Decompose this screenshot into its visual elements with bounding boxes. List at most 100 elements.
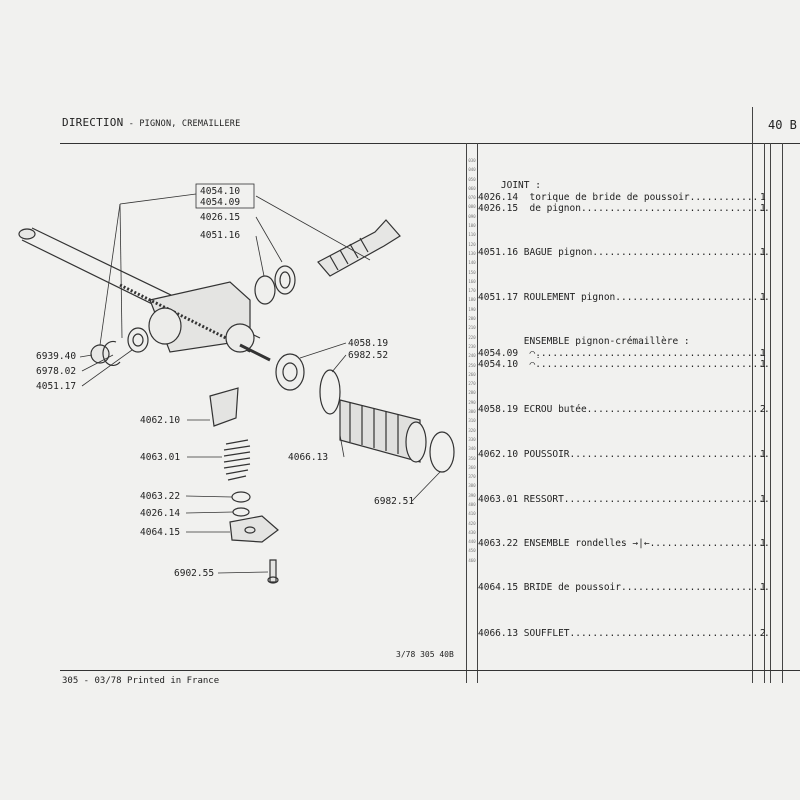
ruler-tick: 160 [468, 278, 476, 284]
ruler-tick: 220 [468, 334, 476, 340]
label-4054-10: 4054.10 [200, 186, 241, 197]
ruler-tick: 050 [468, 176, 476, 182]
label-6939-40: 6939.40 [36, 351, 77, 362]
ruler-tick: 110 [468, 232, 476, 238]
ruler-tick: 100 [468, 223, 476, 229]
plate-4064-15 [229, 515, 279, 543]
list-item: ENSEMBLE pignon-crémaillère : [478, 336, 690, 347]
label-6982-52: 6982.52 [348, 350, 389, 361]
ruler-tick: 250 [468, 362, 476, 368]
label-4026-14: 4026.14 [140, 508, 181, 519]
plunger-4062-10 [209, 387, 239, 427]
ruler-tick: 460 [468, 557, 476, 563]
ruler-tick: 060 [468, 185, 476, 191]
header-divider [752, 107, 753, 144]
clip-6982-52 [319, 369, 341, 415]
ruler-tick: 190 [468, 306, 476, 312]
ruler-tick: 030 [468, 158, 476, 163]
list-item: 4058.19 ECROU butée.....................… [478, 404, 770, 415]
label-4064-15: 4064.15 [140, 527, 181, 538]
list-item: 4051.16 BAGUE pignon....................… [478, 247, 770, 258]
ruler-tick: 230 [468, 343, 476, 349]
ruler-tick: 410 [468, 511, 476, 517]
col-line-6 [782, 143, 783, 683]
col-line-2 [477, 143, 478, 683]
header-rule [60, 143, 800, 144]
list-item: 4062.10 POUSSOIR........................… [478, 449, 770, 460]
title-main: DIRECTION [62, 116, 124, 129]
ruler-tick: 200 [468, 316, 476, 322]
ruler-tick: 380 [468, 483, 476, 489]
circlip-6978-02 [102, 340, 121, 367]
figure-reference: 3/78 305 40B [396, 650, 454, 659]
ruler-tick: 210 [468, 325, 476, 331]
ruler-tick: 340 [468, 446, 476, 452]
ruler-tick: 150 [468, 269, 476, 275]
col-line-3 [752, 143, 753, 683]
clip-6982-51 [429, 431, 455, 473]
print-note: 305 - 03/78 Printed in France [62, 676, 220, 686]
ruler-tick: 300 [468, 409, 476, 415]
ruler-tick: 140 [468, 260, 476, 266]
pinion [317, 219, 401, 277]
col-line-5 [770, 143, 771, 683]
label-4026-15: 4026.15 [200, 212, 241, 223]
nut-4058-19 [275, 353, 305, 391]
parts-list: JOINT : 4026.14 torique de bride de pous… [478, 170, 778, 670]
ruler-tick: 260 [468, 371, 476, 377]
title-separator: - [123, 119, 140, 129]
ruler-tick: 290 [468, 399, 476, 405]
list-item: JOINT : [478, 180, 541, 191]
label-6978-02: 6978.02 [36, 366, 77, 377]
bearing-4051-17 [127, 327, 149, 353]
list-item: 4051.17 ROULEMENT pignon................… [478, 292, 770, 303]
title-sub: PIGNON, CREMAILLERE [139, 119, 241, 129]
washer-4063-22 [231, 491, 251, 503]
ruler-tick: 370 [468, 474, 476, 480]
label-6982-51: 6982.51 [374, 496, 415, 507]
list-item: 4063.22 ENSEMBLE rondelles →|←..........… [478, 538, 770, 549]
label-4051-16: 4051.16 [200, 230, 241, 241]
page-code: 40 B [768, 118, 797, 132]
ruler-tick: 180 [468, 297, 476, 303]
list-item: 4064.15 BRIDE de poussoir...............… [478, 582, 770, 593]
label-4066-13: 4066.13 [288, 452, 329, 463]
list-item: 4054.09 ⌒̣..............................… [478, 348, 766, 359]
label-4062-10: 4062.10 [140, 415, 181, 426]
ruler-tick: 090 [468, 213, 476, 219]
ruler-tick: 350 [468, 455, 476, 461]
list-item: 4063.01 RESSORT.........................… [478, 494, 770, 505]
label-4058-19: 4058.19 [348, 338, 389, 349]
boot-4066-13 [339, 399, 421, 463]
ruler-tick: 280 [468, 390, 476, 396]
ruler-tick: 360 [468, 464, 476, 470]
bearing-4051-16 [254, 275, 276, 305]
ruler-tick: 080 [468, 204, 476, 210]
col-line-4 [764, 143, 765, 683]
ruler-tick: 120 [468, 241, 476, 247]
ruler-tick: 400 [468, 501, 476, 507]
ruler-tick: 320 [468, 427, 476, 433]
footer-rule [60, 670, 800, 671]
label-6902-55: 6902.55 [174, 568, 215, 579]
spring-4063-01 [223, 439, 251, 481]
ruler-tick: 420 [468, 520, 476, 526]
list-item: 4066.13 SOUFFLET........................… [478, 628, 770, 639]
ruler-tick: 070 [468, 195, 476, 201]
ruler-tick: 330 [468, 436, 476, 442]
list-item: 4026.15 de pignon.......................… [478, 203, 770, 214]
ruler-tick: 170 [468, 288, 476, 294]
ruler-tick: 390 [468, 492, 476, 498]
col-line-1 [466, 143, 467, 683]
ruler-tick: 450 [468, 548, 476, 554]
ruler-tick: 440 [468, 539, 476, 545]
label-4063-22: 4063.22 [140, 491, 181, 502]
rack-bar-end [18, 228, 36, 240]
label-4051-17: 4051.17 [36, 381, 77, 392]
page-title: DIRECTION - PIGNON, CREMAILLERE [62, 116, 240, 129]
list-item: 4054.10 ⌒...............................… [478, 359, 770, 370]
nut-6939-40 [90, 344, 110, 364]
ruler-tick: 130 [468, 250, 476, 256]
